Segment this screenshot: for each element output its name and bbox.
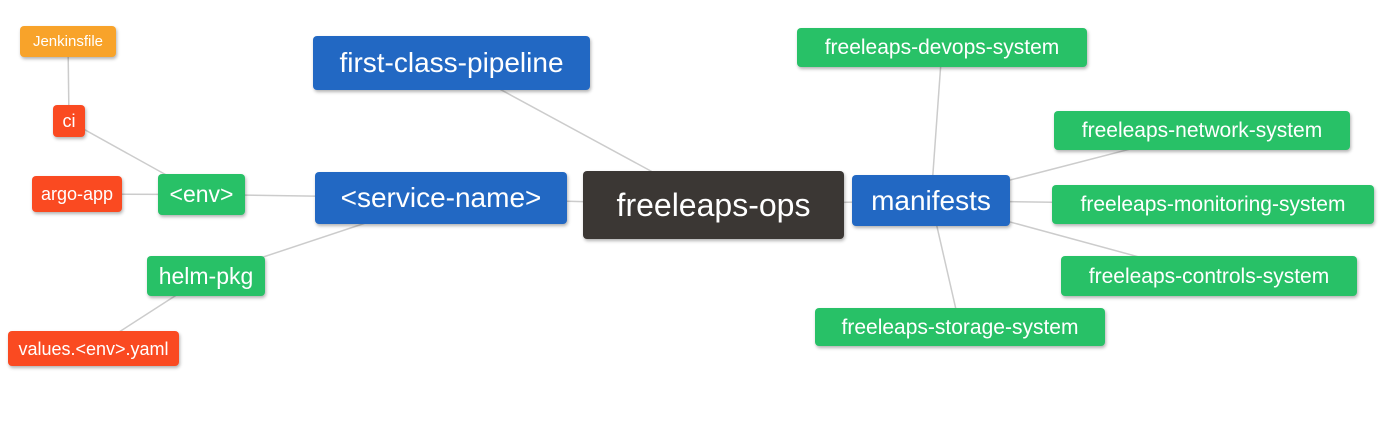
node-freeleaps-monitoring-system[interactable]: freeleaps-monitoring-system: [1052, 185, 1374, 224]
node-freeleaps-controls-system[interactable]: freeleaps-controls-system: [1061, 256, 1357, 296]
node-env[interactable]: <env>: [158, 174, 245, 215]
node-values-env-yaml[interactable]: values.<env>.yaml: [8, 331, 179, 366]
node-freeleaps-storage-system[interactable]: freeleaps-storage-system: [815, 308, 1105, 346]
node-argo-app[interactable]: argo-app: [32, 176, 122, 212]
node-ci[interactable]: ci: [53, 105, 85, 137]
node-jenkinsfile[interactable]: Jenkinsfile: [20, 26, 116, 57]
node-first-class-pipeline[interactable]: first-class-pipeline: [313, 36, 590, 90]
node-freeleaps-network-system[interactable]: freeleaps-network-system: [1054, 111, 1350, 150]
node-service-name[interactable]: <service-name>: [315, 172, 567, 224]
node-freeleaps-ops[interactable]: freeleaps-ops: [583, 171, 844, 239]
node-manifests[interactable]: manifests: [852, 175, 1010, 226]
node-helm-pkg[interactable]: helm-pkg: [147, 256, 265, 296]
node-freeleaps-devops-system[interactable]: freeleaps-devops-system: [797, 28, 1087, 67]
